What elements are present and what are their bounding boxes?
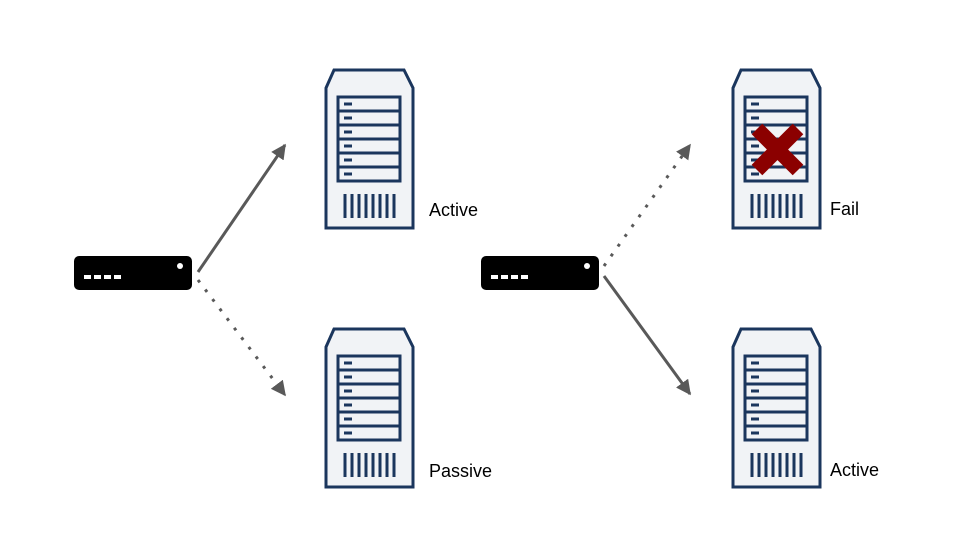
left-passive-link-arrow — [196, 279, 287, 397]
left-bottom-server-icon — [324, 327, 415, 489]
red-x-icon — [751, 123, 804, 176]
left-active-link-arrow — [196, 143, 287, 273]
left-top-server-icon — [324, 68, 415, 230]
left-bottom-server-label: Passive — [429, 461, 493, 481]
left-switch-icon — [74, 256, 192, 290]
right-switch-icon — [481, 256, 599, 290]
right-failed-link-arrow — [602, 143, 692, 267]
right-top-server-label: Fail — [830, 199, 860, 219]
right-active-link-arrow — [602, 275, 692, 396]
right-bottom-server-label: Active — [830, 460, 880, 480]
right-bottom-server-icon — [731, 327, 822, 489]
left-top-server-label: Active — [429, 200, 479, 220]
